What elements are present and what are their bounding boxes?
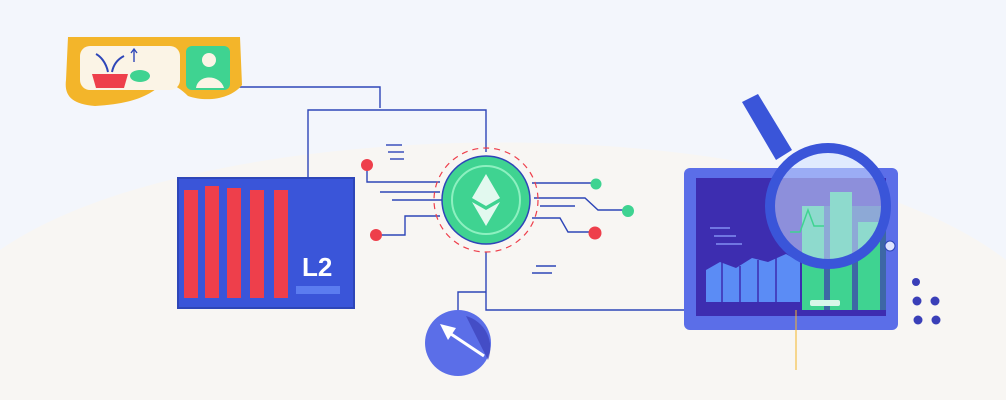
red-node [370,229,382,241]
layer-two-block-icon: L2 [177,177,355,309]
connection-wires [232,86,690,320]
dash-marks [386,144,556,274]
rack-bar [227,188,241,298]
rack-bar [184,190,198,298]
wire-nodes [361,159,634,241]
rack-bar [205,186,219,298]
gauge-icon [425,310,491,376]
rack-bar [274,190,288,298]
layer-two-label: L2 [302,252,332,282]
dot-grid [912,278,941,325]
green-node [590,178,602,190]
red-node [361,159,373,171]
green-node [622,205,634,217]
magnifier-icon [742,94,891,269]
red-node [588,226,602,240]
ethereum-coin-icon [433,147,539,253]
vr-headset-icon [65,37,242,106]
rack-bar [250,190,264,298]
